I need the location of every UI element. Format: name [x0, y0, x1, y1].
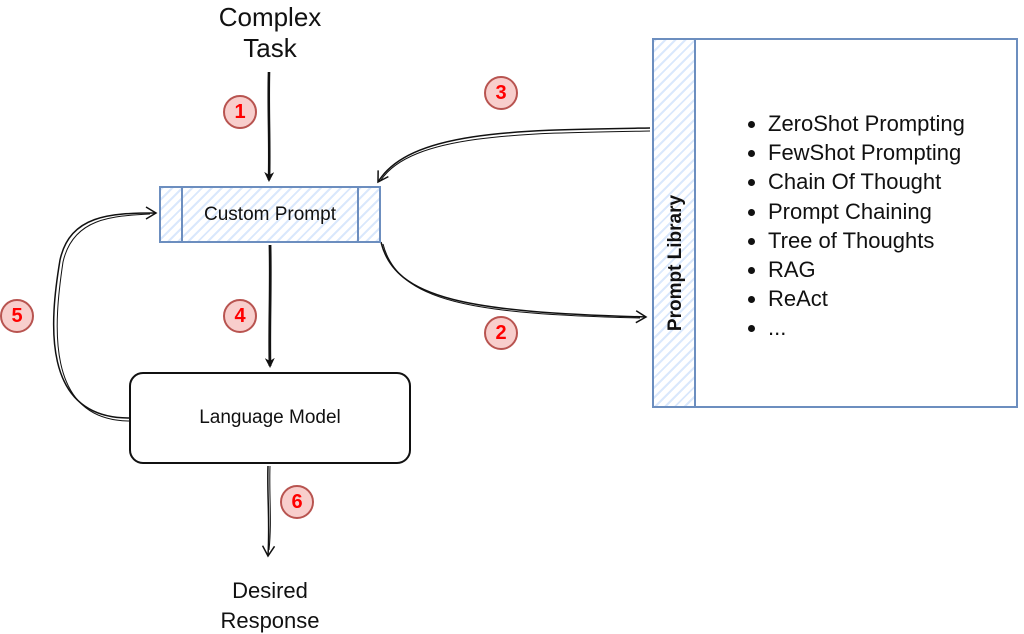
connector-model-to-prompt-sketch	[56, 213, 151, 422]
connector-model-to-response-sketch	[268, 465, 271, 551]
prompt-library-label: Prompt Library	[665, 194, 686, 332]
prompt-library-box[interactable]: Prompt Library ZeroShot Prompting FewSho…	[652, 38, 1018, 408]
complex-task-label: Complex Task	[218, 2, 322, 64]
connector-model-to-response	[261, 465, 276, 558]
step-badge-1: 1	[223, 95, 257, 129]
list-item: RAG	[768, 255, 965, 284]
list-item: ZeroShot Prompting	[768, 109, 965, 138]
connector-prompt-to-library	[380, 241, 648, 324]
desired-response-label: Desired Response	[220, 578, 320, 633]
step-badge-5: 5	[0, 299, 34, 333]
step-badge-4: 4	[223, 299, 257, 333]
custom-prompt-box[interactable]: Custom Prompt	[159, 186, 381, 243]
prompt-library-list: ZeroShot Prompting FewShot Prompting Cha…	[742, 109, 965, 343]
connector-prompt-to-library-sketch	[382, 243, 641, 319]
custom-prompt-left-edge	[161, 188, 183, 241]
connector-prompt-to-model	[264, 244, 275, 368]
connector-library-to-prompt-sketch	[380, 130, 651, 181]
connector-task-to-prompt	[264, 71, 275, 182]
step-badge-2: 2	[484, 316, 518, 350]
connector-library-to-prompt	[377, 127, 651, 184]
step-badge-3: 3	[484, 76, 518, 110]
step-badge-6: 6	[280, 485, 314, 519]
list-item: ReAct	[768, 284, 965, 313]
custom-prompt-label: Custom Prompt	[204, 203, 336, 225]
list-item: Prompt Chaining	[768, 197, 965, 226]
list-item: ...	[768, 313, 965, 342]
list-item: FewShot Prompting	[768, 138, 965, 167]
prompt-library-spine	[654, 40, 696, 406]
language-model-box[interactable]: Language Model	[129, 372, 411, 464]
list-item: Tree of Thoughts	[768, 226, 965, 255]
custom-prompt-right-edge	[357, 188, 379, 241]
list-item: Chain Of Thought	[768, 167, 965, 196]
language-model-label: Language Model	[199, 407, 341, 428]
